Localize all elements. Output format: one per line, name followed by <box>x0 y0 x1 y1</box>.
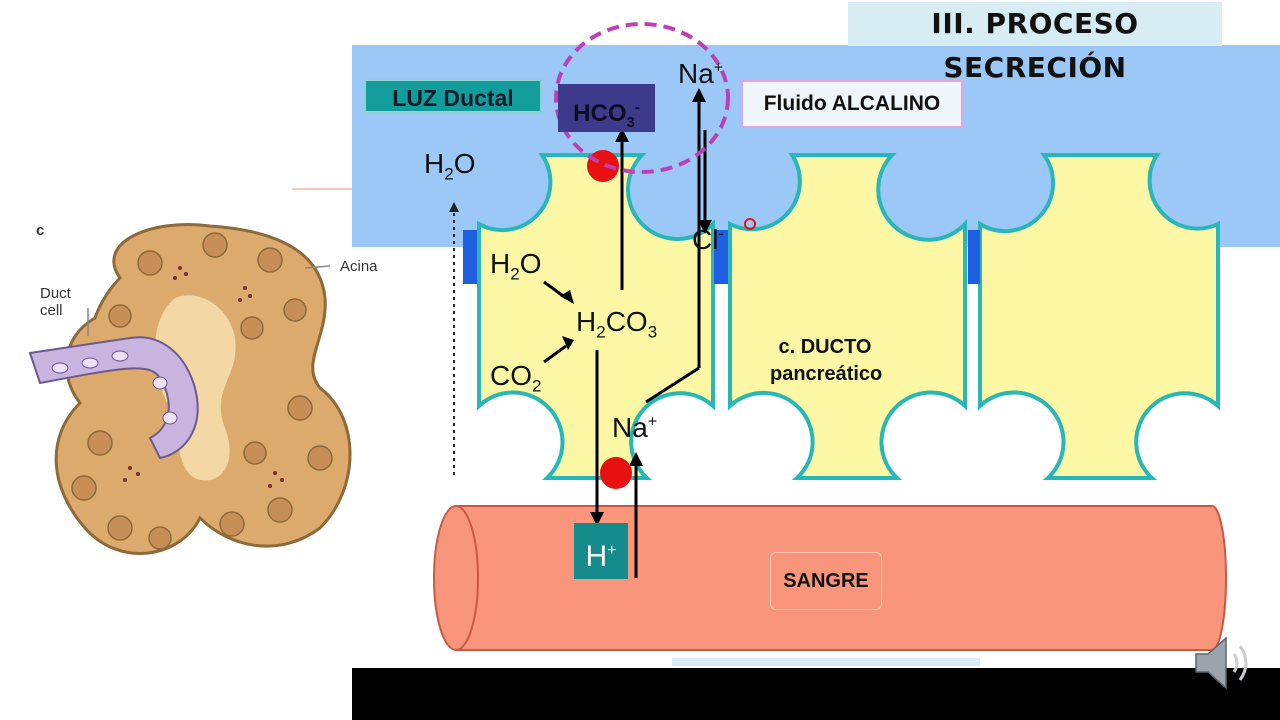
page-title: III. PROCESO SECRECIÓN <box>848 2 1222 84</box>
co2-sub: 2 <box>532 376 542 396</box>
duct-cell-label-line1: c. DUCTO <box>778 336 872 358</box>
highlight-circle <box>554 22 730 174</box>
arrow-down-cl <box>698 220 712 234</box>
co2-label: CO2 <box>490 360 541 397</box>
luz-ductal-label: LUZ Ductal <box>364 79 542 113</box>
secretion-diagram <box>352 22 1280 666</box>
acinus-illustration <box>28 188 352 555</box>
h2co3-label: H2CO3 <box>576 306 657 343</box>
hco3-sup: - <box>634 99 640 116</box>
h-plus-text: H <box>585 540 608 573</box>
duct-label-line1: Duct <box>40 285 71 302</box>
h2o-lumen-label: H2O <box>424 148 475 185</box>
na-lumen-label: Na+ <box>678 58 723 90</box>
duct-cell-3 <box>978 153 1220 480</box>
na-cell-label: Na+ <box>612 412 657 444</box>
h-plus-sup: + <box>607 542 617 559</box>
cl-text: Cl <box>692 224 719 255</box>
h2o-lumen-sub: 2 <box>444 164 454 184</box>
hco3-text: HCO <box>573 100 627 127</box>
na-lumen-sup: + <box>713 59 724 77</box>
bottom-bar <box>352 668 1280 720</box>
h2co3-co: CO <box>605 306 648 337</box>
tight-junction-3 <box>968 230 980 284</box>
fluid-label: Fluido ALCALINO <box>741 80 963 128</box>
arrow-down-h <box>590 512 604 526</box>
sangre-label: SANGRE <box>770 552 882 610</box>
arrow-up-na <box>629 452 643 466</box>
hco3-sub: 3 <box>626 113 635 131</box>
h2o-cell-label: H2O <box>490 248 541 285</box>
h2o-cell-o: O <box>519 248 542 279</box>
arrow-h2o-in <box>560 290 574 304</box>
hco3-label: HCO3- <box>558 84 655 132</box>
h2o-lumen-o: O <box>453 148 476 179</box>
speaker-icon[interactable] <box>1190 632 1260 694</box>
h2o-lumen-h: H <box>424 148 445 179</box>
tight-junction-2 <box>714 230 728 284</box>
arrow-co2-in <box>562 336 574 350</box>
cl-sup: - <box>718 225 724 243</box>
tight-junction-1 <box>463 230 477 284</box>
h-plus-label: H+ <box>574 523 628 579</box>
h2o-cell-h: H <box>490 248 511 279</box>
na-cell-text: Na <box>612 412 648 443</box>
panel-letter: c <box>36 222 45 239</box>
cl-label: Cl- <box>692 224 724 256</box>
h2co3-h: H <box>576 306 597 337</box>
h2co3-sub1: 2 <box>596 322 606 342</box>
cursor-marker <box>744 218 756 230</box>
duct-cell-label: Duct cell <box>40 285 71 319</box>
h2co3-sub2: 3 <box>647 322 658 342</box>
na-cell-sup: + <box>647 413 658 431</box>
duct-cell-label: c. DUCTO pancreático <box>770 334 883 388</box>
h2o-cell-sub: 2 <box>510 264 520 284</box>
duct-label-line2: cell <box>40 302 63 319</box>
arrow-up-na-lumen <box>692 88 706 102</box>
vessel-end <box>433 505 479 651</box>
duct-cell-label-line2: pancreático <box>770 363 883 385</box>
arrow-up-hco3 <box>615 128 629 142</box>
basolateral-transporter <box>600 457 632 489</box>
co2-text: CO <box>490 360 532 391</box>
na-lumen-text: Na <box>678 58 714 89</box>
acina-label: Acina <box>340 258 378 275</box>
